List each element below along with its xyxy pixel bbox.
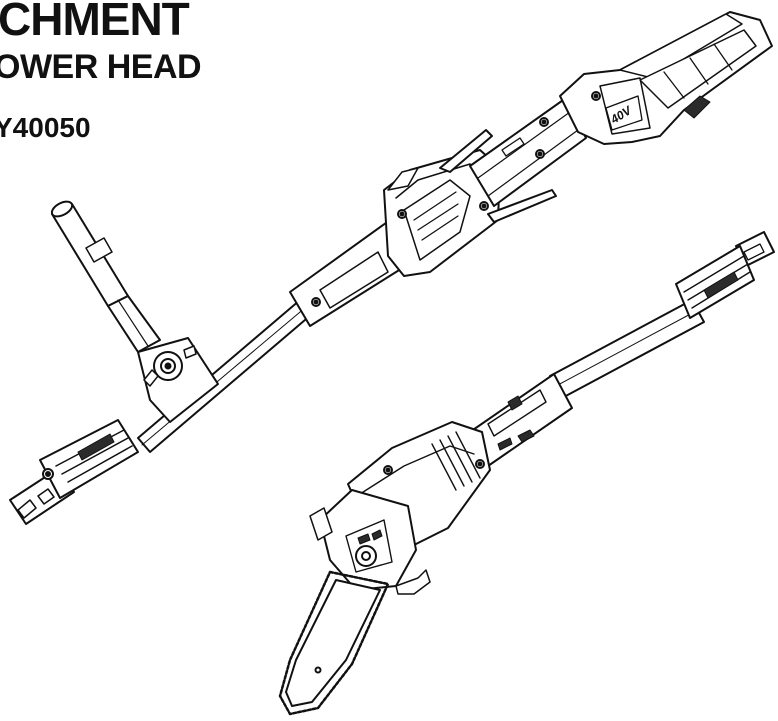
power-head-unit	[559, 11, 773, 145]
saw-chain	[278, 570, 390, 716]
upper-pole-coupler	[39, 419, 139, 499]
lower-shaft-coupler	[675, 245, 755, 319]
model-number: Y40050	[0, 112, 91, 143]
upper-extension-tube	[469, 97, 587, 207]
upper-lever-plates	[439, 129, 557, 223]
pole-saw-attachment	[278, 231, 775, 716]
upper-pole-assembly	[9, 11, 773, 525]
page-subtitle: OWER HEAD	[0, 48, 202, 86]
side-handle	[50, 200, 161, 353]
page-title: CHMENT	[0, 0, 190, 45]
upper-housing-sleeve	[289, 219, 413, 327]
bar-clamp-housing	[309, 489, 431, 595]
side-handle-clamp	[137, 337, 219, 423]
lower-pole-shaft	[549, 299, 705, 399]
upper-motor-housing	[383, 149, 501, 277]
guide-bar	[285, 579, 381, 707]
